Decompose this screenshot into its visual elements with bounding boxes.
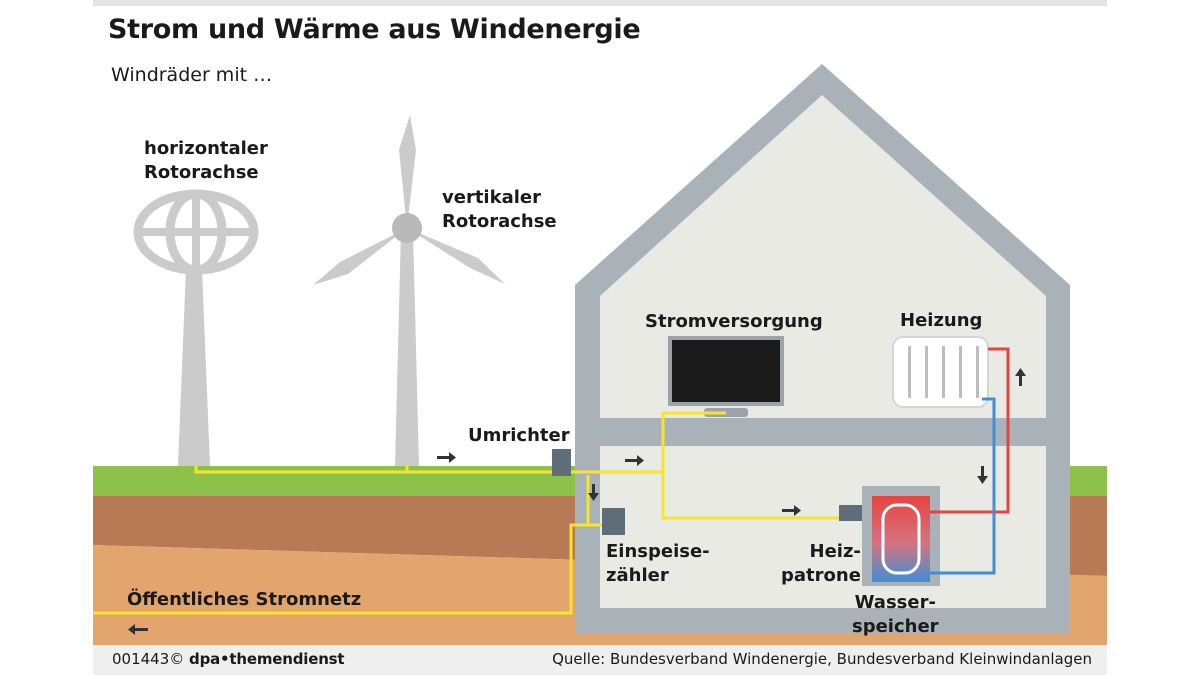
label-inverter: Umrichter: [468, 425, 570, 446]
page-subtitle: Windräder mit …: [111, 64, 273, 86]
label-vertical-rotor: vertikaler Rotorachse: [442, 187, 557, 232]
flow-arrows: [128, 368, 1026, 635]
heating-element-box: [839, 505, 862, 521]
page-title: Strom und Wärme aus Windenergie: [108, 14, 641, 45]
label-public-grid: Öffentliches Stromnetz: [127, 589, 362, 610]
label-power-supply: Stromversorgung: [645, 311, 823, 332]
label-heating: Heizung: [900, 310, 983, 331]
label-heating-element: Heiz- patrone: [781, 541, 861, 586]
footer-source: Quelle: Bundesverband Windenergie, Bunde…: [552, 650, 1092, 668]
footer-code: 001443©: [112, 650, 185, 668]
arrow-down-icon: [588, 484, 599, 501]
arrow-right-icon: [437, 452, 456, 463]
footer-band: [93, 645, 1107, 675]
monitor-icon: [668, 336, 784, 417]
arrow-right-icon: [625, 455, 644, 466]
power-cables: [93, 411, 839, 615]
footer-brand: dpa•themendienst: [189, 650, 345, 668]
water-tank: [862, 486, 940, 586]
turbine-vertical-axis: [313, 115, 505, 466]
inverter-box: [552, 449, 571, 476]
feed-in-meter-box: [602, 508, 625, 535]
arrow-down-icon: [977, 466, 988, 484]
footer-credit: 001443© dpa•themendienst: [112, 650, 345, 668]
arrow-right-icon: [782, 505, 801, 516]
radiator-icon: [892, 336, 989, 408]
house-lower-room: [600, 446, 1046, 608]
cold-water-pipe: [930, 397, 996, 575]
top-band: [93, 0, 1107, 6]
label-horizontal-rotor: horizontaler Rotorachse: [144, 138, 268, 183]
label-water-storage: Wasser- speicher: [852, 592, 939, 637]
turbine-horizontal-axis: [133, 189, 259, 466]
arrow-up-icon: [1015, 368, 1026, 386]
hot-water-pipe: [930, 347, 1010, 514]
arrow-left-icon: [128, 624, 148, 635]
label-feed-in-meter: Einspeise- zähler: [606, 541, 710, 586]
